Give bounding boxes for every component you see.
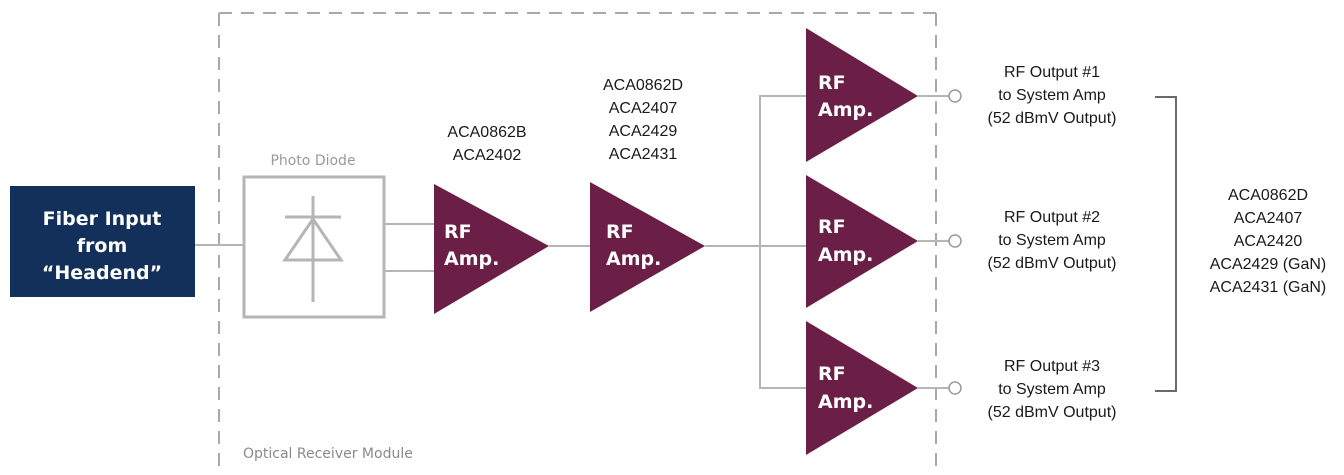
output-label-3: RF Output #3 to System Amp (52 dBmV Outp… [988, 358, 1117, 421]
part-number: ACA0862D [603, 77, 683, 94]
fiber-input-box: Fiber Input from “Headend” [10, 186, 195, 297]
connection-lines [195, 95, 949, 389]
part-number: ACA2429 (GaN) [1210, 256, 1327, 273]
photo-diode-icon [282, 196, 344, 302]
svg-text:to System Amp: to System Amp [998, 87, 1106, 104]
fiber-input-line2: from [77, 235, 128, 257]
rf-amp-1: RF Amp. [434, 184, 549, 314]
rf-amp-2-line2: Amp. [606, 248, 661, 270]
svg-text:(52 dBmV Output): (52 dBmV Output) [988, 255, 1117, 272]
outputs-bracket [1155, 96, 1177, 392]
photo-diode [242, 175, 386, 319]
rf-amp-2-parts: ACA0862D ACA2407 ACA2429 ACA2431 [603, 77, 683, 163]
svg-text:(52 dBmV Output): (52 dBmV Output) [988, 110, 1117, 127]
output-label-2: RF Output #2 to System Amp (52 dBmV Outp… [988, 209, 1117, 272]
part-number: ACA2431 [609, 146, 678, 163]
rf-amp-2-line1: RF [606, 221, 634, 243]
part-number: ACA0862B [447, 124, 526, 141]
rf-amp-out-1: RF Amp. [806, 28, 918, 162]
part-number: ACA2429 [609, 123, 678, 140]
svg-text:to System Amp: to System Amp [998, 381, 1106, 398]
part-number: ACA2431 (GaN) [1210, 279, 1327, 296]
svg-text:to System Amp: to System Amp [998, 232, 1106, 249]
rf-amp-out-2-line1: RF [818, 216, 846, 238]
svg-text:RF Output #1: RF Output #1 [1004, 64, 1100, 81]
output-port-icon [948, 89, 962, 395]
rf-amp-out-1-line2: Amp. [818, 99, 873, 121]
rf-amp-out-1-line1: RF [818, 72, 846, 94]
svg-text:(52 dBmV Output): (52 dBmV Output) [988, 404, 1117, 421]
photo-diode-label: Photo Diode [270, 153, 355, 169]
rf-amp-1-parts: ACA0862B ACA2402 [447, 124, 526, 164]
system-amp-parts: ACA0862D ACA2407 ACA2420 ACA2429 (GaN) A… [1210, 187, 1327, 296]
fiber-input-line1: Fiber Input [43, 208, 162, 230]
fiber-input-line3: “Headend” [42, 262, 162, 284]
part-number: ACA2420 [1234, 233, 1303, 250]
svg-text:RF Output #3: RF Output #3 [1004, 358, 1100, 375]
rf-amp-1-line2: Amp. [444, 248, 499, 270]
rf-amp-out-2-line2: Amp. [818, 244, 873, 266]
svg-text:RF Output #2: RF Output #2 [1004, 209, 1100, 226]
part-number: ACA2407 [609, 100, 678, 117]
rf-amp-out-3-line2: Amp. [818, 391, 873, 413]
part-number: ACA0862D [1228, 187, 1308, 204]
part-number: ACA2407 [1234, 210, 1303, 227]
rf-amp-out-3: RF Amp. [806, 321, 918, 455]
rf-amp-out-3-line1: RF [818, 363, 846, 385]
output-label-1: RF Output #1 to System Amp (52 dBmV Outp… [988, 64, 1117, 127]
rf-amp-1-line1: RF [444, 221, 472, 243]
part-number: ACA2402 [453, 147, 522, 164]
rf-amp-2: RF Amp. [590, 182, 705, 312]
module-label: Optical Receiver Module [243, 446, 413, 462]
rf-amp-out-2: RF Amp. [806, 175, 918, 308]
